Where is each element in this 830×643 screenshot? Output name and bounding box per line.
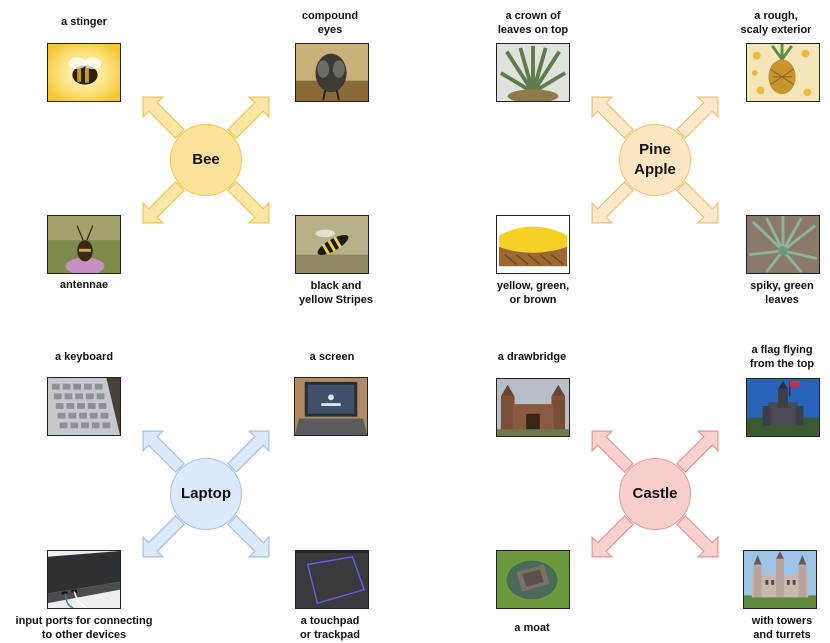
- caption-crown-of-leaves: a crown of leaves on top: [497, 10, 569, 36]
- hub-pineapple: Pine Apple: [619, 124, 691, 196]
- arrow-castle-down-left: [591, 515, 634, 558]
- keyboard-icon: [47, 377, 121, 436]
- caption-spiky-green-leaves: spiky, green leaves: [750, 280, 814, 306]
- arrow-castle-up-right: [676, 430, 719, 473]
- arrow-laptop-down-left: [142, 515, 185, 558]
- arrow-pineapple-up-right: [676, 96, 719, 139]
- caption-touchpad: a touchpad or trackpad: [300, 615, 360, 641]
- pineapple-crown-icon: [496, 43, 570, 102]
- hub-laptop: Laptop: [170, 458, 242, 530]
- caption-yellow-green-brown: yellow, green, or brown: [496, 280, 570, 306]
- caption-a-keyboard: a keyboard: [54, 351, 114, 363]
- moat-castle-icon: [496, 550, 570, 609]
- drawbridge-castle-icon: [496, 378, 570, 437]
- caption-a-stinger: a stinger: [61, 16, 107, 28]
- caption-rough-scaly-exterior: a rough, scaly exterior: [740, 10, 812, 36]
- pineapple-slice-icon: [496, 215, 570, 274]
- arrow-pineapple-down-right: [676, 181, 719, 224]
- arrow-bee-up-left: [142, 96, 185, 139]
- laptop-ports-icon: [47, 550, 121, 609]
- laptop-screen-icon: [294, 377, 368, 436]
- pineapple-skin-icon: [746, 43, 820, 102]
- towers-castle-icon: [743, 550, 817, 609]
- arrow-pineapple-up-left: [591, 96, 634, 139]
- hub-castle: Castle: [619, 458, 691, 530]
- arrow-castle-up-left: [591, 430, 634, 473]
- arrow-laptop-up-right: [227, 430, 270, 473]
- caption-input-ports: input ports for connecting to other devi…: [15, 615, 153, 641]
- caption-towers-turrets: with towers and turrets: [751, 615, 813, 641]
- caption-a-screen: a screen: [309, 351, 355, 363]
- caption-black-yellow-stripes: black and yellow Stripes: [299, 280, 373, 306]
- arrow-bee-down-left: [142, 181, 185, 224]
- pineapple-plant-icon: [746, 215, 820, 274]
- bee-glowing-icon: [47, 43, 121, 102]
- caption-a-moat: a moat: [514, 622, 550, 634]
- striped-wasp-icon: [295, 215, 369, 274]
- arrow-bee-down-right: [227, 181, 270, 224]
- arrow-pineapple-down-left: [591, 181, 634, 224]
- arrow-laptop-up-left: [142, 430, 185, 473]
- flag-castle-icon: [746, 378, 820, 437]
- caption-flag-flying: a flag flying from the top: [749, 344, 815, 370]
- touchpad-icon: [295, 550, 369, 609]
- hub-bee: Bee: [170, 124, 242, 196]
- arrow-castle-down-right: [676, 515, 719, 558]
- arrow-bee-up-right: [227, 96, 270, 139]
- caption-a-drawbridge: a drawbridge: [497, 351, 567, 363]
- bee-face-closeup-icon: [295, 43, 369, 102]
- bee-on-flower-icon: [47, 215, 121, 274]
- arrow-laptop-down-right: [227, 515, 270, 558]
- caption-antennae: antennae: [59, 279, 109, 291]
- caption-compound-eyes: compound eyes: [301, 10, 359, 36]
